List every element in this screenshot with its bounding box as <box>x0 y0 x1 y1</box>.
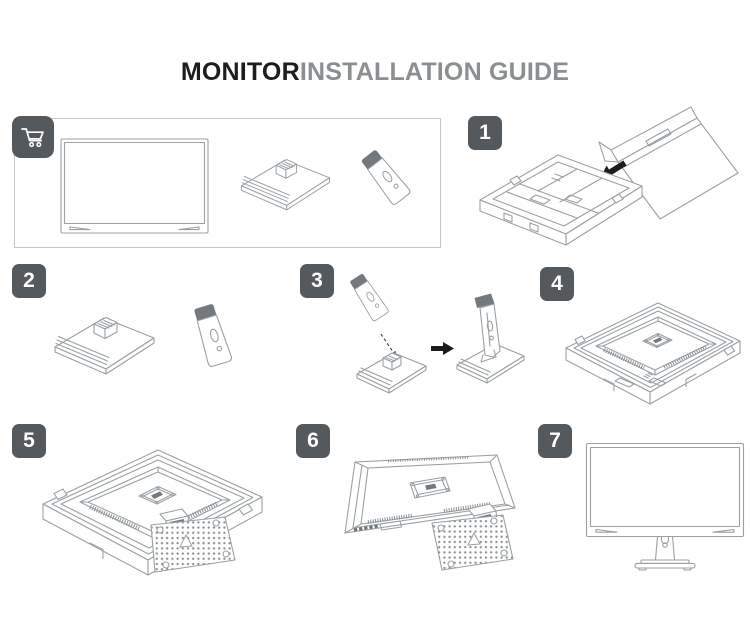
step2-stand-neck-illustration <box>194 304 233 367</box>
stand-neck <box>350 273 389 322</box>
foam-tray <box>479 154 643 246</box>
step-3-badge: 3 <box>300 264 334 298</box>
step3-illustration <box>350 273 525 394</box>
step-4-badge: 4 <box>540 267 574 301</box>
monitor-front-assembled <box>585 442 745 571</box>
step-6-badge: 6 <box>296 424 330 458</box>
step-7-badge: 7 <box>538 424 572 458</box>
title-secondary: INSTALLATION GUIDE <box>299 58 570 86</box>
step-2-badge: 2 <box>12 264 46 298</box>
monitor-outer-frame <box>585 442 745 538</box>
stand-neck <box>654 535 676 561</box>
monitor-screen <box>589 446 741 528</box>
shipping-box <box>598 106 739 220</box>
monitor-back-face-down <box>595 316 717 388</box>
step-1-badge: 1 <box>468 116 502 150</box>
step1-illustration <box>479 106 739 246</box>
step-5-badge: 5 <box>12 424 46 458</box>
step6-illustration <box>344 454 516 571</box>
kit-stand-neck-illustration <box>361 150 411 205</box>
kit-base-plate-illustration <box>240 159 331 211</box>
stand-base-textured <box>431 514 514 571</box>
port-row <box>353 524 379 532</box>
title-primary: MONITOR <box>180 58 300 86</box>
monitor-outer-frame <box>60 138 209 234</box>
next-arrow-icon <box>431 342 454 355</box>
stand-base-textured <box>150 516 236 573</box>
assembled-stand <box>456 293 525 384</box>
step2-base-plate-illustration <box>54 316 155 375</box>
dashed-insert-arrow-icon <box>380 333 394 353</box>
monitor-screen <box>63 141 206 225</box>
monitor-back-face-down <box>79 466 231 539</box>
step5-illustration <box>42 449 263 576</box>
step4-illustration <box>565 302 741 405</box>
shopping-cart-icon <box>21 128 44 148</box>
cart-badge <box>12 116 54 158</box>
page-title: MONITORINSTALLATION GUIDE <box>0 58 750 87</box>
stand-base <box>356 352 427 394</box>
step7-illustration <box>585 442 745 571</box>
kit-monitor-illustration <box>60 138 209 234</box>
